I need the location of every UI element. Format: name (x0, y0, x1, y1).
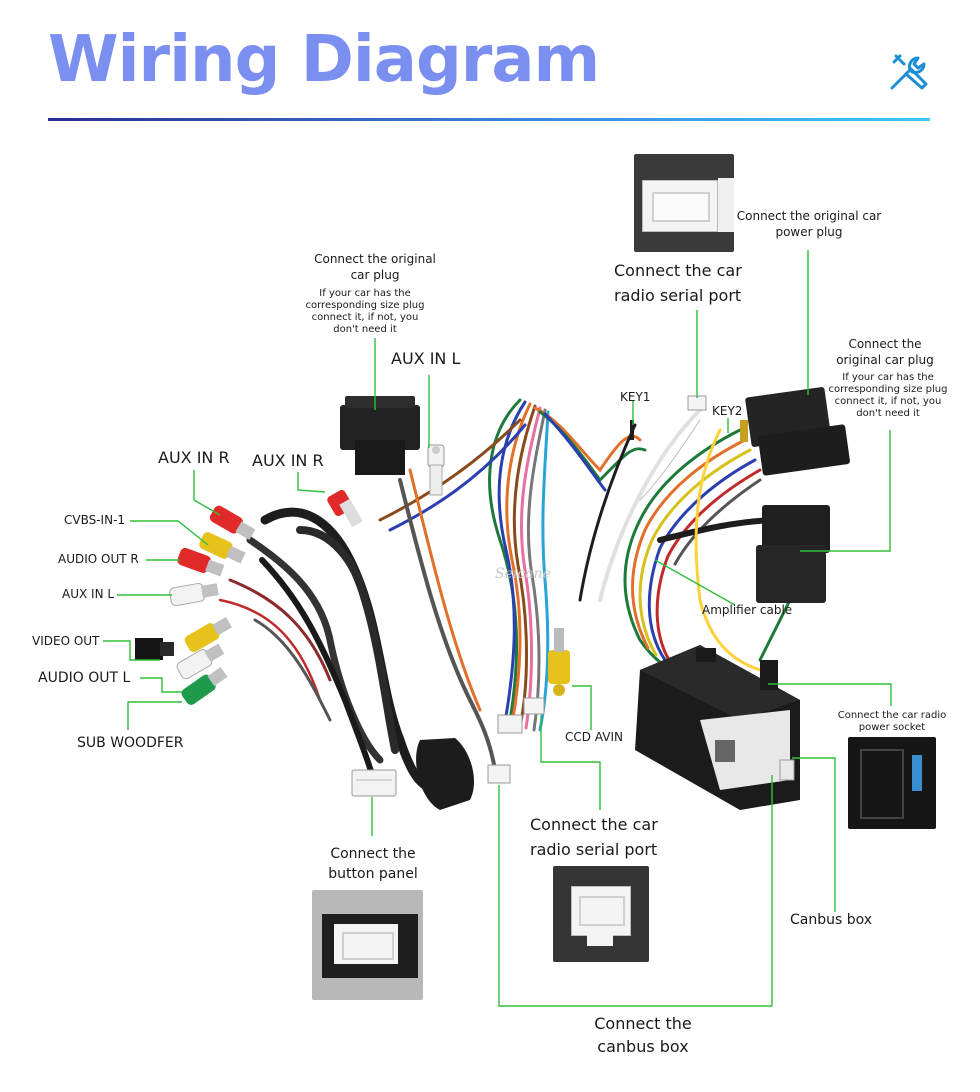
center-connector-1 (497, 714, 523, 734)
rca-aux-in-r-2 (327, 489, 363, 528)
label-connect-button-panel: Connect the button panel (328, 846, 418, 882)
label-ccd-avin: CCD AVIN (565, 730, 623, 744)
canbus-box (635, 645, 800, 810)
label-amplifier-cable: Amplifier cable (702, 603, 793, 617)
label-connect-original-plug-right-note: If your car has the corresponding size p… (828, 372, 948, 419)
label-connect-original-plug-left-note: If your car has the corresponding size p… (305, 288, 425, 335)
label-key2: KEY2 (712, 404, 743, 418)
label-connect-power-socket: Connect the car radio power socket (837, 710, 947, 733)
rubber-boot (416, 738, 475, 810)
label-audio-out-r: AUDIO OUT R (58, 552, 139, 566)
label-audio-out-l: AUDIO OUT L (38, 670, 131, 686)
label-cvbs-in-1: CVBS-IN-1 (64, 513, 126, 527)
label-sub-woofer: SUB WOODFER (77, 735, 184, 751)
label-aux-in-r-1: AUX IN R (158, 448, 230, 467)
original-car-plug-left (340, 396, 420, 475)
label-aux-in-l: AUX IN L (62, 587, 115, 601)
leader-lines (103, 250, 892, 1007)
center-connector-2 (523, 697, 545, 715)
label-connect-serial-port-top: Connect the car radio serial port (614, 261, 742, 305)
serial-port-photo-bottom (553, 866, 649, 962)
label-video-out: VIDEO OUT (32, 634, 100, 648)
label-key1: KEY1 (620, 390, 651, 404)
original-car-power-plug (745, 387, 850, 476)
power-socket-photo (848, 737, 936, 829)
serial-port-connector-small (487, 764, 511, 784)
label-canbus-box: Canbus box (790, 912, 873, 928)
button-panel-connector (351, 769, 397, 797)
label-connect-power-plug: Connect the original car power plug (736, 209, 882, 239)
left-loom-cables (218, 507, 445, 795)
rca-bundle-left (135, 505, 256, 705)
tools-icon (890, 54, 928, 90)
center-loom-cables (378, 398, 647, 772)
button-panel-photo (312, 890, 423, 1000)
label-connect-canbus-box: Connect the canbus box (594, 1014, 692, 1056)
video-out-plug (135, 638, 174, 660)
watermark: Seicane (495, 566, 551, 582)
label-connect-serial-port-bottom: Connect the car radio serial port (530, 815, 658, 859)
label-aux-in-l-top: AUX IN L (391, 349, 461, 368)
label-connect-original-plug-right: Connect the original car plug (836, 337, 934, 367)
rca-aux-in-l-top (427, 444, 445, 496)
original-car-plug-right (756, 505, 830, 603)
label-connect-original-plug-left: Connect the original car plug (314, 252, 436, 282)
title-underline (48, 118, 930, 121)
key2-connector (740, 420, 748, 442)
serial-port-photo-top (634, 154, 734, 252)
page-title: Wiring Diagram (48, 23, 600, 97)
label-aux-in-r-2: AUX IN R (252, 451, 324, 470)
ccd-avin-rca (548, 628, 570, 696)
key1-connector (687, 395, 707, 411)
